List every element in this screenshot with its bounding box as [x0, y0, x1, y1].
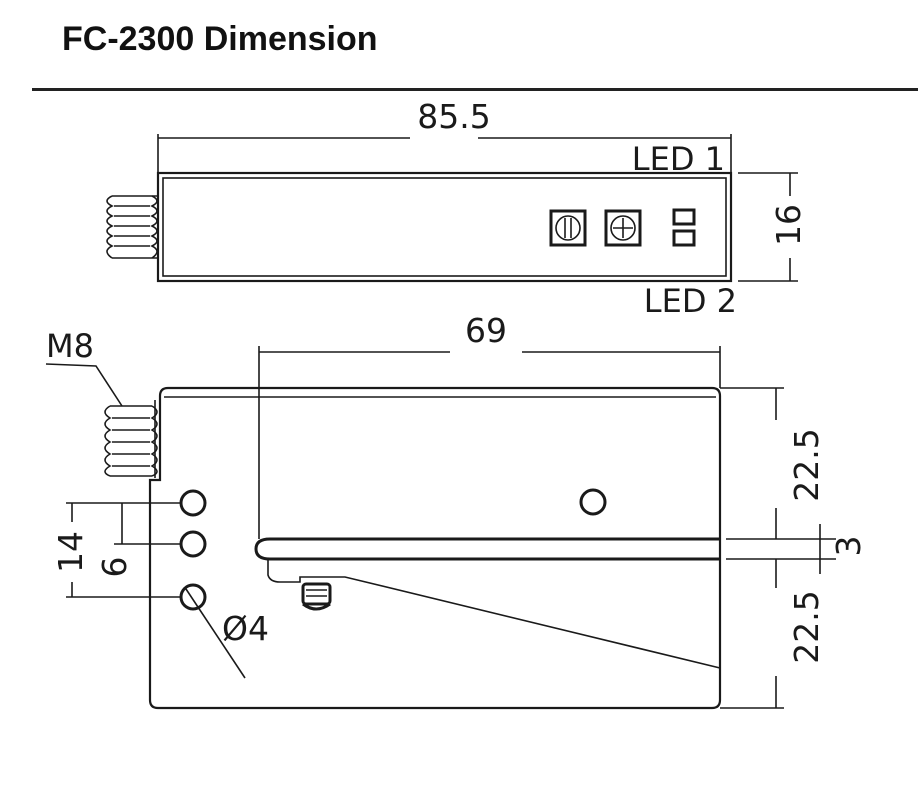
thread-leader-line: [45, 363, 123, 407]
thread-label: M8: [46, 327, 94, 365]
top-view: 85.5: [106, 97, 808, 320]
top-length-label: 85.5: [417, 97, 490, 136]
led-2-label: LED 2: [644, 282, 737, 320]
upper-height-label: 22.5: [787, 428, 826, 501]
lower-height-label: 22.5: [787, 590, 826, 663]
mounting-hole-2: [179, 530, 207, 558]
top-view-connector-thread: [106, 195, 158, 259]
led-1-label: LED 1: [632, 140, 725, 178]
led-2-indicator: [672, 229, 696, 247]
emitter-screw-icon: [301, 582, 332, 611]
top-view-body: [156, 171, 733, 283]
led-1-indicator: [672, 208, 696, 226]
top-height-label: 16: [769, 204, 808, 246]
side-view-body: [148, 386, 722, 710]
lower-taper-profile: [267, 559, 721, 669]
hole-pitch-outer-label: 14: [51, 531, 90, 573]
hole-pitch-inner-label: 6: [95, 557, 134, 578]
u-slot: [254, 537, 720, 561]
side-view: M8: [45, 311, 868, 710]
hole-diameter-label: Ø4: [222, 609, 269, 648]
title-divider: [32, 88, 918, 91]
top-view-body-inner: [162, 177, 727, 277]
receiver-window-icon: [579, 488, 607, 516]
page-title: FC-2300 Dimension: [62, 20, 378, 58]
mounting-hole-1: [179, 489, 207, 517]
side-view-connector-thread: [104, 400, 158, 478]
gap-label: 3: [829, 536, 868, 557]
hole-diameter-leader: [185, 588, 246, 679]
adjust-knob-2-icon: [604, 209, 642, 247]
side-length-label: 69: [465, 311, 507, 350]
adjust-knob-1-icon: [549, 209, 587, 247]
mounting-hole-3: [179, 583, 207, 611]
